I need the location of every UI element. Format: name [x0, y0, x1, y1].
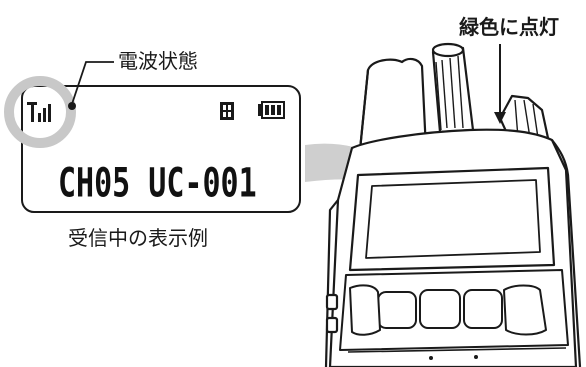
side-grip — [324, 199, 339, 367]
led-pointer — [494, 44, 506, 124]
signal-state-label: 電波状態 — [118, 49, 198, 73]
signal-strength-icon — [27, 102, 51, 122]
lcd-channel-text: CH05 UC-001 — [58, 160, 257, 208]
battery-icon — [258, 101, 285, 119]
callout-swoosh — [305, 143, 452, 230]
display-window — [365, 179, 541, 259]
led-status-label: 緑色に点灯 — [459, 15, 559, 39]
channel-knob — [431, 42, 475, 134]
signal-leader — [68, 61, 114, 110]
antenna — [358, 57, 428, 152]
keypad — [339, 269, 569, 360]
signal-highlight-circle — [4, 76, 76, 148]
h-power-icon — [220, 102, 234, 120]
radio-body — [324, 42, 582, 367]
display-caption: 受信中の表示例 — [68, 226, 208, 250]
